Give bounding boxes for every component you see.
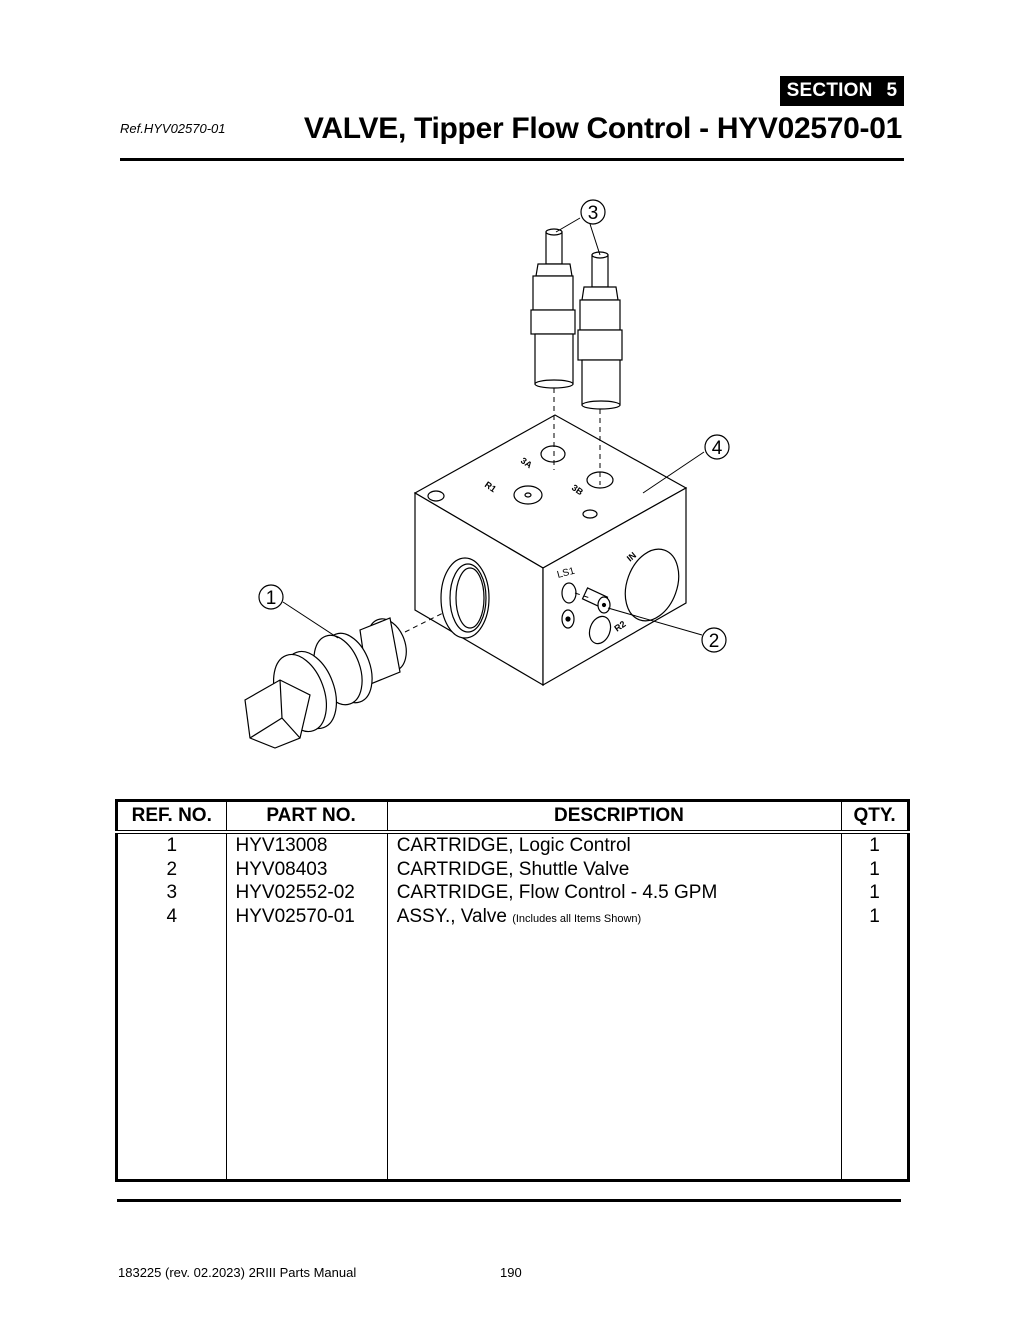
ref-no-cell: 2: [166, 858, 178, 880]
callout-3: 3: [588, 203, 599, 224]
ref-no-cell: 3: [166, 882, 178, 903]
column-header-description: DESCRIPTION: [387, 800, 843, 834]
part-no-cell: HYV02552-02: [235, 882, 355, 903]
part-no-cell: HYV02570-01: [235, 905, 355, 927]
ref-no-cell: 4: [166, 905, 178, 927]
qty-cell: 1: [869, 835, 880, 856]
port-label-ls1: LS1: [556, 566, 576, 581]
description-cell: ASSY., Valve (Includes all Items Shown): [397, 905, 841, 929]
column-header-ref-no: REF. NO.: [116, 800, 227, 834]
table-row: 1 2 3 4 HYV13008 HYV08403 HYV02552-02 HY…: [116, 832, 909, 1181]
section-label: SECTION: [786, 80, 873, 101]
description-cell: CARTRIDGE, Shuttle Valve: [396, 858, 630, 880]
part-no-cell: HYV08403: [235, 858, 328, 880]
logic-control-cartridge: [244, 617, 407, 749]
page-number: 190: [500, 1265, 522, 1280]
ref-no-cell: 1: [166, 835, 178, 856]
parts-table: REF. NO. PART NO. DESCRIPTION QTY. 1 2 3…: [115, 799, 910, 1182]
part-no-cell: HYV13008: [235, 835, 328, 856]
description-text: ASSY., Valve: [396, 905, 507, 927]
shuttle-valve-cartridge: [581, 587, 611, 614]
column-header-part-no: PART NO.: [226, 800, 388, 834]
flow-control-cartridge-b: [577, 251, 623, 410]
reference-number: Ref.HYV02570-01: [120, 121, 226, 136]
callout-4: 4: [712, 438, 723, 459]
description-note: (Includes all Items Shown): [512, 912, 642, 925]
qty-column: 1 1 1 1: [842, 832, 909, 1181]
callout-1-circle: [258, 584, 284, 610]
column-header-qty: QTY.: [841, 800, 909, 834]
header-divider: [120, 158, 904, 161]
description-column: CARTRIDGE, Logic Control CARTRIDGE, Shut…: [387, 832, 843, 1181]
description-cell: CARTRIDGE, Flow Control - 4.5 GPM: [396, 882, 718, 903]
callout-4-circle: [704, 434, 730, 460]
qty-cell: 1: [869, 858, 880, 880]
callout-2: 2: [709, 631, 720, 652]
footer-divider: [117, 1199, 901, 1202]
ref-column: 1 2 3 4: [116, 832, 227, 1181]
exploded-parts-diagram: 3 4 2 1 3A 3B R1 R2 LS1 IN: [244, 199, 730, 749]
qty-cell: 1: [869, 905, 880, 927]
section-badge: SECTION 5: [780, 76, 904, 106]
page-title: VALVE, Tipper Flow Control - HYV02570-01: [303, 112, 902, 145]
valve-block: [413, 414, 688, 687]
qty-cell: 1: [869, 882, 880, 903]
description-cell: CARTRIDGE, Logic Control: [396, 835, 631, 856]
callout-1: 1: [266, 588, 277, 609]
callout-3-circle: [580, 199, 606, 225]
table-header-row: REF. NO. PART NO. DESCRIPTION QTY.: [116, 800, 909, 834]
flow-control-cartridge-a: [530, 228, 576, 389]
manual-identifier: 183225 (rev. 02.2023) 2RIII Parts Manual: [118, 1265, 357, 1280]
section-number: 5: [886, 80, 898, 101]
part-column: HYV13008 HYV08403 HYV02552-02 HYV02570-0…: [226, 832, 388, 1181]
callout-2-circle: [701, 627, 727, 653]
